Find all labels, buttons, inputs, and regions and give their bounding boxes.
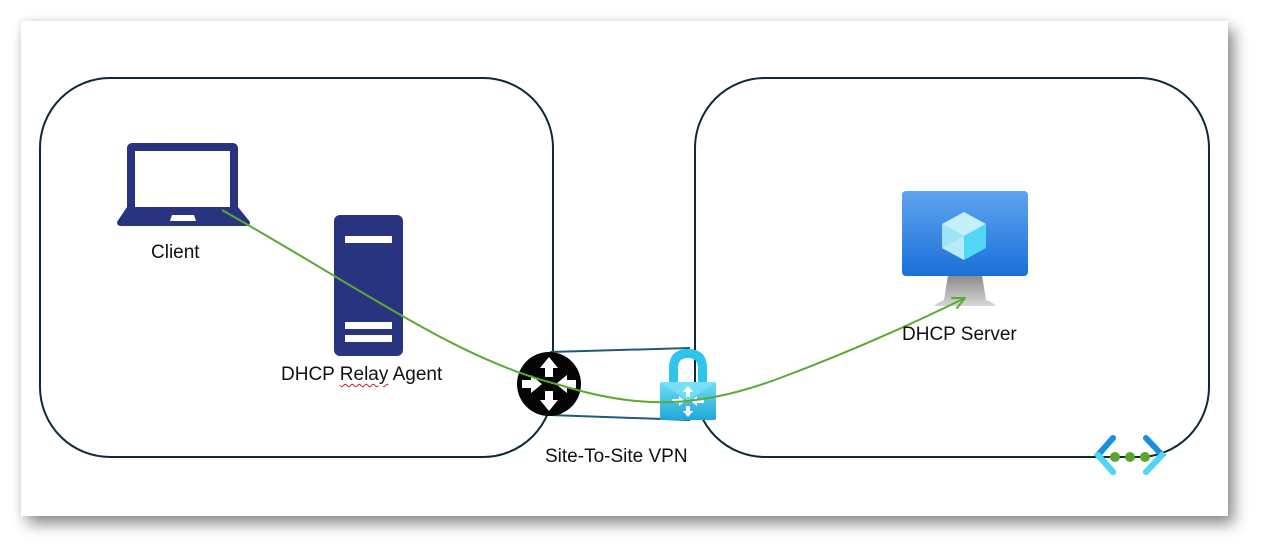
relay-label-suffix: Agent bbox=[388, 364, 443, 385]
laptop-icon bbox=[117, 143, 250, 226]
server-tower-icon bbox=[334, 215, 403, 356]
relay-label-flagged-word: Relay bbox=[339, 364, 389, 385]
dhcp-server-label: DHCP Server bbox=[902, 324, 1017, 345]
client-label: Client bbox=[151, 242, 200, 263]
relay-label-prefix: DHCP bbox=[281, 364, 340, 385]
on-premises-network-boundary bbox=[39, 77, 554, 458]
azure-virtual-network-icon bbox=[1093, 435, 1167, 475]
azure-vm-icon bbox=[902, 191, 1028, 306]
vpn-gateway-lock-icon bbox=[660, 349, 716, 420]
vpn-label: Site-To-Site VPN bbox=[545, 446, 688, 467]
azure-network-boundary bbox=[694, 77, 1210, 458]
dhcp-flow-arrow bbox=[221, 209, 966, 404]
router-icon bbox=[517, 352, 581, 416]
relay-agent-label: DHCP Relay Agent bbox=[281, 364, 442, 386]
